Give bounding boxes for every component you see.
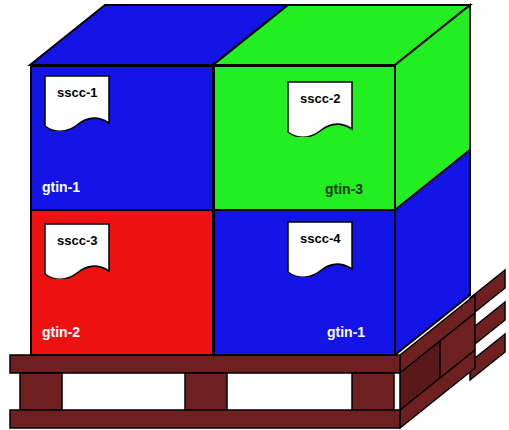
- carton-face: gtin-1 sscc-1: [30, 65, 214, 211]
- pallet-block: [20, 373, 62, 410]
- sscc-text: sscc-2: [300, 91, 340, 106]
- pallet-runner: [10, 410, 400, 428]
- sscc-label: sscc-2: [287, 81, 353, 137]
- sscc-text: sscc-3: [57, 233, 97, 248]
- pallet-deck: [10, 355, 400, 373]
- pallet-runner-side: [400, 350, 475, 428]
- sscc-text: sscc-1: [57, 85, 97, 100]
- label-outline: [44, 223, 110, 279]
- carton-face: gtin-3 sscc-2: [213, 65, 396, 211]
- sscc-label: sscc-1: [44, 75, 110, 131]
- pallet-block: [352, 373, 394, 410]
- sscc-label: sscc-4: [287, 221, 353, 277]
- label-outline: [44, 75, 110, 131]
- label-outline: [287, 221, 353, 277]
- gtin-text: gtin-3: [325, 181, 363, 197]
- gtin-text: gtin-2: [42, 324, 80, 340]
- label-outline: [287, 81, 353, 137]
- pallet-block: [185, 373, 227, 410]
- gtin-text: gtin-1: [327, 324, 365, 340]
- gtin-text: gtin-1: [42, 179, 80, 195]
- carton-face: gtin-1 sscc-4: [213, 209, 396, 356]
- sscc-text: sscc-4: [300, 231, 340, 246]
- carton-face: gtin-2 sscc-3: [30, 209, 214, 356]
- sscc-label: sscc-3: [44, 223, 110, 279]
